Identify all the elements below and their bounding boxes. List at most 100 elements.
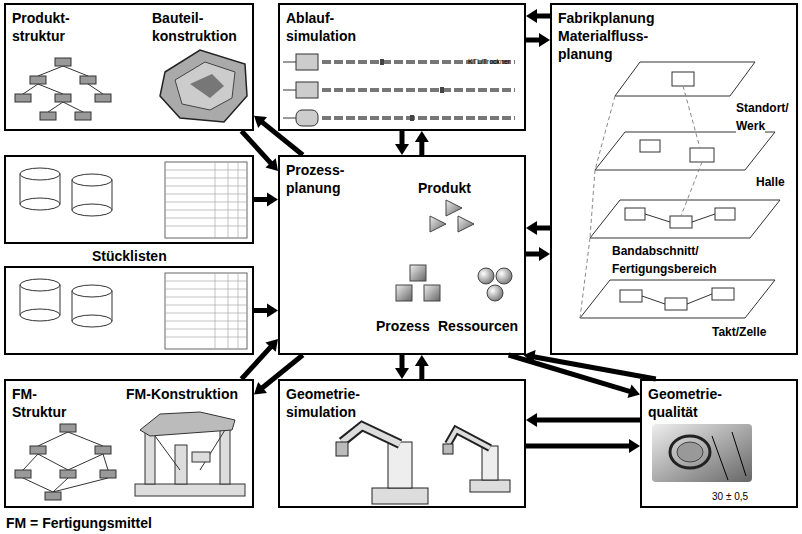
block-arrow (526, 247, 550, 261)
arrow-head (627, 385, 640, 398)
block-arrow (526, 9, 550, 23)
block-arrow (526, 221, 550, 235)
box-title: Stücklisten (92, 248, 167, 264)
text-slot: Bandabschnitt/ Fertigungsbereich (612, 241, 737, 277)
text-slot: Halle (756, 172, 785, 190)
arrow-shaft (536, 13, 550, 18)
arrow-shaft (262, 355, 303, 388)
flow-lines (283, 54, 515, 126)
car-part (160, 50, 247, 122)
block-arrow (395, 131, 409, 155)
arrow-head (629, 439, 640, 453)
block-arrow (526, 413, 640, 427)
text-slot: Produkt (418, 179, 471, 197)
arrow-head (526, 413, 537, 427)
arrow-head (267, 193, 278, 207)
text-slot: Prozess- planung (286, 161, 366, 197)
box-title: Fabrikplanung Materialfluss- planung (558, 10, 654, 62)
robots (336, 426, 510, 504)
ppr-icons (396, 200, 512, 301)
arrow-shaft (254, 308, 268, 313)
arrow-shaft (262, 122, 303, 155)
arrow-head (265, 339, 278, 352)
annotation-label: Bandabschnitt/ Fertigungsbereich (612, 244, 717, 276)
block-arrow (254, 193, 278, 207)
arrow-shaft (526, 443, 630, 448)
box-text: FM-Konstruktion (126, 386, 238, 402)
block-arrow (526, 439, 640, 453)
arrow-shaft (536, 225, 550, 230)
annotation-label: FM = Fertigungsmittel (6, 515, 152, 531)
arrow-head (526, 9, 537, 23)
arrow-head (539, 247, 550, 261)
block-arrow (395, 355, 409, 379)
arrow-shaft (400, 131, 405, 145)
arrow-head (526, 221, 537, 235)
geometry-image (652, 424, 752, 482)
box-text: Bauteil- konstruktion (152, 10, 237, 44)
text-slot: Geometrie- qualität (648, 385, 738, 421)
arrow-head (539, 33, 550, 47)
arrow-head (265, 158, 278, 171)
text-slot: Geometrie- simulation (286, 385, 376, 421)
arrow-head (415, 355, 429, 366)
arrow-shaft (419, 365, 424, 379)
module-box: Ablauf- simulation (278, 3, 526, 131)
annotation-label: Takt/Zelle (712, 325, 766, 339)
block-arrow (415, 131, 429, 155)
module-box: Geometrie- qualität (640, 379, 798, 508)
arrow-shaft (400, 355, 405, 369)
product-tree (15, 58, 111, 120)
text-slot: Stücklisten (92, 247, 167, 265)
annotation-label: KTL/Trockner (468, 58, 510, 65)
arrow-shaft (533, 357, 655, 379)
fm-graph (15, 424, 116, 500)
arrow-shaft (536, 418, 640, 423)
arrow-shaft (419, 141, 424, 155)
module-box: FM- Struktur FM-Konstruktion (4, 379, 254, 508)
box-title: Geometrie- qualität (648, 386, 722, 420)
arrow-shaft (242, 131, 272, 164)
text-slot: 30 ± 0,5 (712, 486, 748, 504)
text-slot: FM-Konstruktion (126, 385, 238, 403)
box-title: Geometrie- simulation (286, 386, 360, 420)
text-slot: FM- Struktur (12, 385, 82, 421)
text-slot: Bauteil- konstruktion (152, 9, 252, 45)
box-text: Ressourcen (438, 318, 518, 334)
box-title: Produkt- struktur (12, 10, 70, 44)
module-box: Produkt- struktur Bauteil- konstruktion (4, 3, 254, 131)
central-box: Prozess- planungProduktProzess Ressourcen (278, 155, 526, 355)
text-slot: Takt/Zelle (712, 322, 766, 340)
text-slot: Produkt- struktur (12, 9, 92, 45)
arrow-shaft (526, 252, 540, 257)
arrow-shaft (254, 197, 268, 202)
annotation-label: 30 ± 0,5 (712, 491, 748, 502)
block-arrow (242, 339, 279, 379)
arrow-shaft (242, 346, 272, 379)
box-title: Ablauf- simulation (286, 10, 356, 44)
arrow-head (395, 144, 409, 155)
text-slot: Ressourcen (438, 317, 518, 335)
arrow-head (254, 382, 267, 394)
box-title: Prozess- planung (286, 162, 344, 196)
block-arrow (242, 131, 279, 171)
annotation-label: Halle (756, 175, 785, 189)
text-slot: Prozess (376, 317, 430, 335)
text-slot: Standort/ Werk (736, 98, 794, 134)
text-slot: Ablauf- simulation (286, 9, 376, 45)
text-slot: FM = Fertigungsmittel (6, 514, 152, 532)
arrow-shaft (526, 37, 540, 42)
bom-box: Stücklisten (4, 155, 254, 244)
fixture-drawing (135, 412, 245, 496)
box-text: Produkt (418, 180, 471, 196)
block-arrow (509, 355, 640, 398)
module-box: Geometrie- simulation (278, 379, 526, 508)
text-slot: KTL/Trockner (468, 50, 510, 68)
block-arrow (526, 33, 550, 47)
arrow-head (415, 131, 429, 142)
arrow-head (254, 116, 267, 128)
block-arrow (254, 304, 278, 318)
bom-icons (20, 162, 247, 349)
block-arrow (415, 355, 429, 379)
